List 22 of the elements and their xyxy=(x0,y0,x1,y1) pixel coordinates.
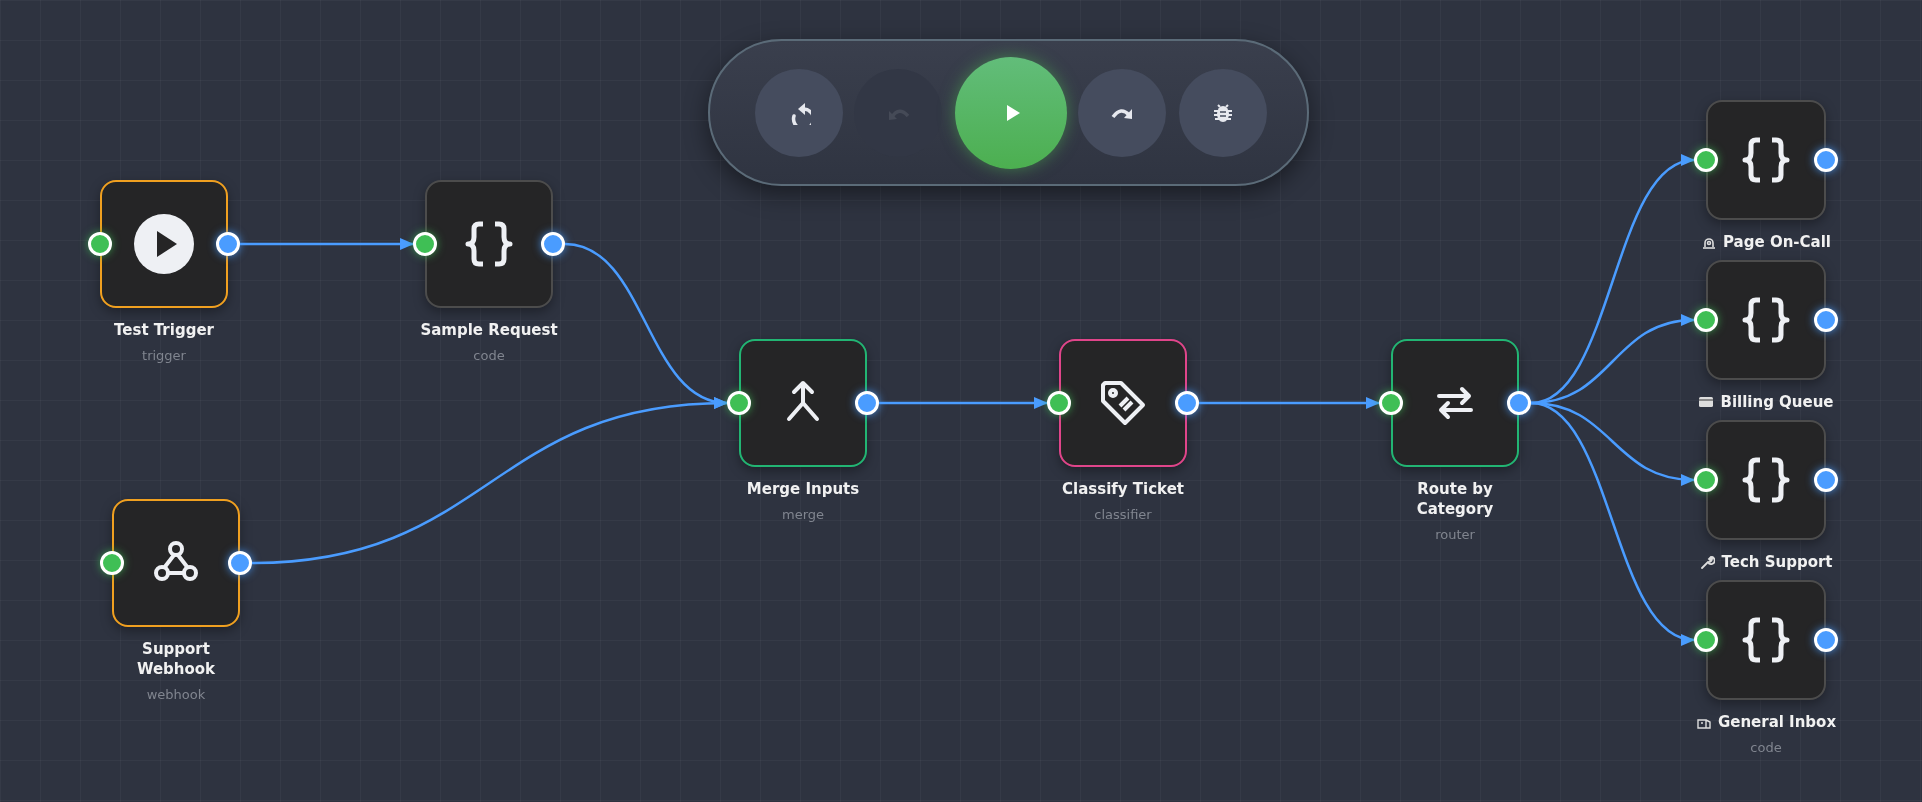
node-title: Billing Queue xyxy=(1720,392,1834,412)
node-type: merge xyxy=(782,507,824,522)
node-title: Support Webhook xyxy=(135,639,217,679)
node-type: webhook xyxy=(146,687,206,702)
node-type: code xyxy=(1750,740,1782,755)
node-title: Sample Request xyxy=(420,320,558,340)
node-title: Page On-Call xyxy=(1723,232,1831,252)
arrow xyxy=(251,397,728,565)
node-title: Tech Support xyxy=(1721,552,1833,572)
arrow xyxy=(879,397,1048,409)
node-type: code xyxy=(473,348,505,363)
node-type: trigger xyxy=(142,348,186,363)
node-title: Merge Inputs xyxy=(746,479,860,499)
arrow xyxy=(1530,401,1695,643)
arrow xyxy=(1199,397,1380,409)
node-title: General Inbox xyxy=(1717,712,1837,732)
node-type: classifier xyxy=(1094,507,1152,522)
node-title: Classify Ticket xyxy=(1062,479,1184,499)
node-type: router xyxy=(1435,527,1475,542)
node-title: Route by Category xyxy=(1415,479,1495,519)
arrow xyxy=(240,238,414,250)
node-title: Test Trigger xyxy=(114,320,214,340)
